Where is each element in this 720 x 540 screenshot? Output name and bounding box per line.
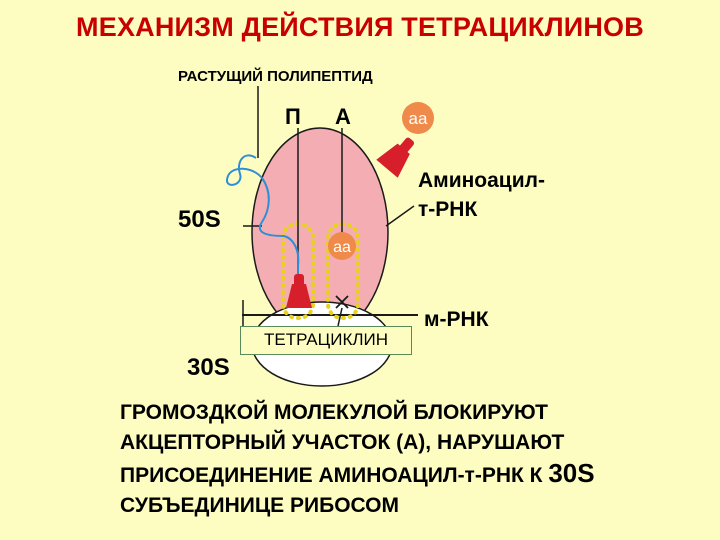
p-site-label: П [285,104,301,129]
polypeptide-chain [225,154,300,274]
peptidyl-trna [286,274,312,308]
free-aa-label: aa [409,109,428,128]
slide-title: МЕХАНИЗМ ДЕЙСТВИЯ ТЕТРАЦИКЛИНОВ [76,12,644,42]
30s-label: 30S [187,354,230,381]
polypeptide-label: РАСТУЩИЙ ПОЛИПЕПТИД [178,68,373,85]
caption-line-3-30s: 30S [548,458,595,488]
caption-line-3-text: ПРИСОЕДИНЕНИЕ АМИНОАЦИЛ-т-РНК К [120,464,549,487]
aminoacyl-trna [376,137,415,178]
aminoacyl-trna-label-line2: т-РНК [418,198,478,221]
caption-line-3: ПРИСОЕДИНЕНИЕ АМИНОАЦИЛ-т-РНК К 30S [120,458,700,491]
caption-line-2: АКЦЕПТОРНЫЙ УЧАСТОК (А), НАРУШАЮТ [120,431,565,454]
mrna-label: м-РНК [424,308,489,331]
aminoacyl-trna-label-line1: Аминоацил- [418,169,545,192]
bound-aa-label: aa [333,239,351,256]
caption-line-1: ГРОМОЗДКОЙ МОЛЕКУЛОЙ БЛОКИРУЮТ [120,401,548,424]
tetracycline-pointer [337,307,343,327]
a-site-label: А [335,104,351,129]
blocking-cross-icon [335,295,349,309]
trna-pointer [385,205,415,227]
amino-acid-a-site [328,232,356,260]
caption: ГРОМОЗДКОЙ МОЛЕКУЛОЙ БЛОКИРУЮТ АКЦЕПТОРН… [120,398,700,521]
a-site-outline [326,222,360,320]
free-amino-acid [402,102,434,134]
50s-label: 50S [178,206,221,233]
caption-line-4: СУБЪЕДИНИЦЕ РИБОСОМ [120,494,400,517]
tetracycline-label: ТЕТРАЦИКЛИН [240,326,412,355]
aminoacyl-trna-label: Аминоацил- т-РНК [418,166,588,224]
